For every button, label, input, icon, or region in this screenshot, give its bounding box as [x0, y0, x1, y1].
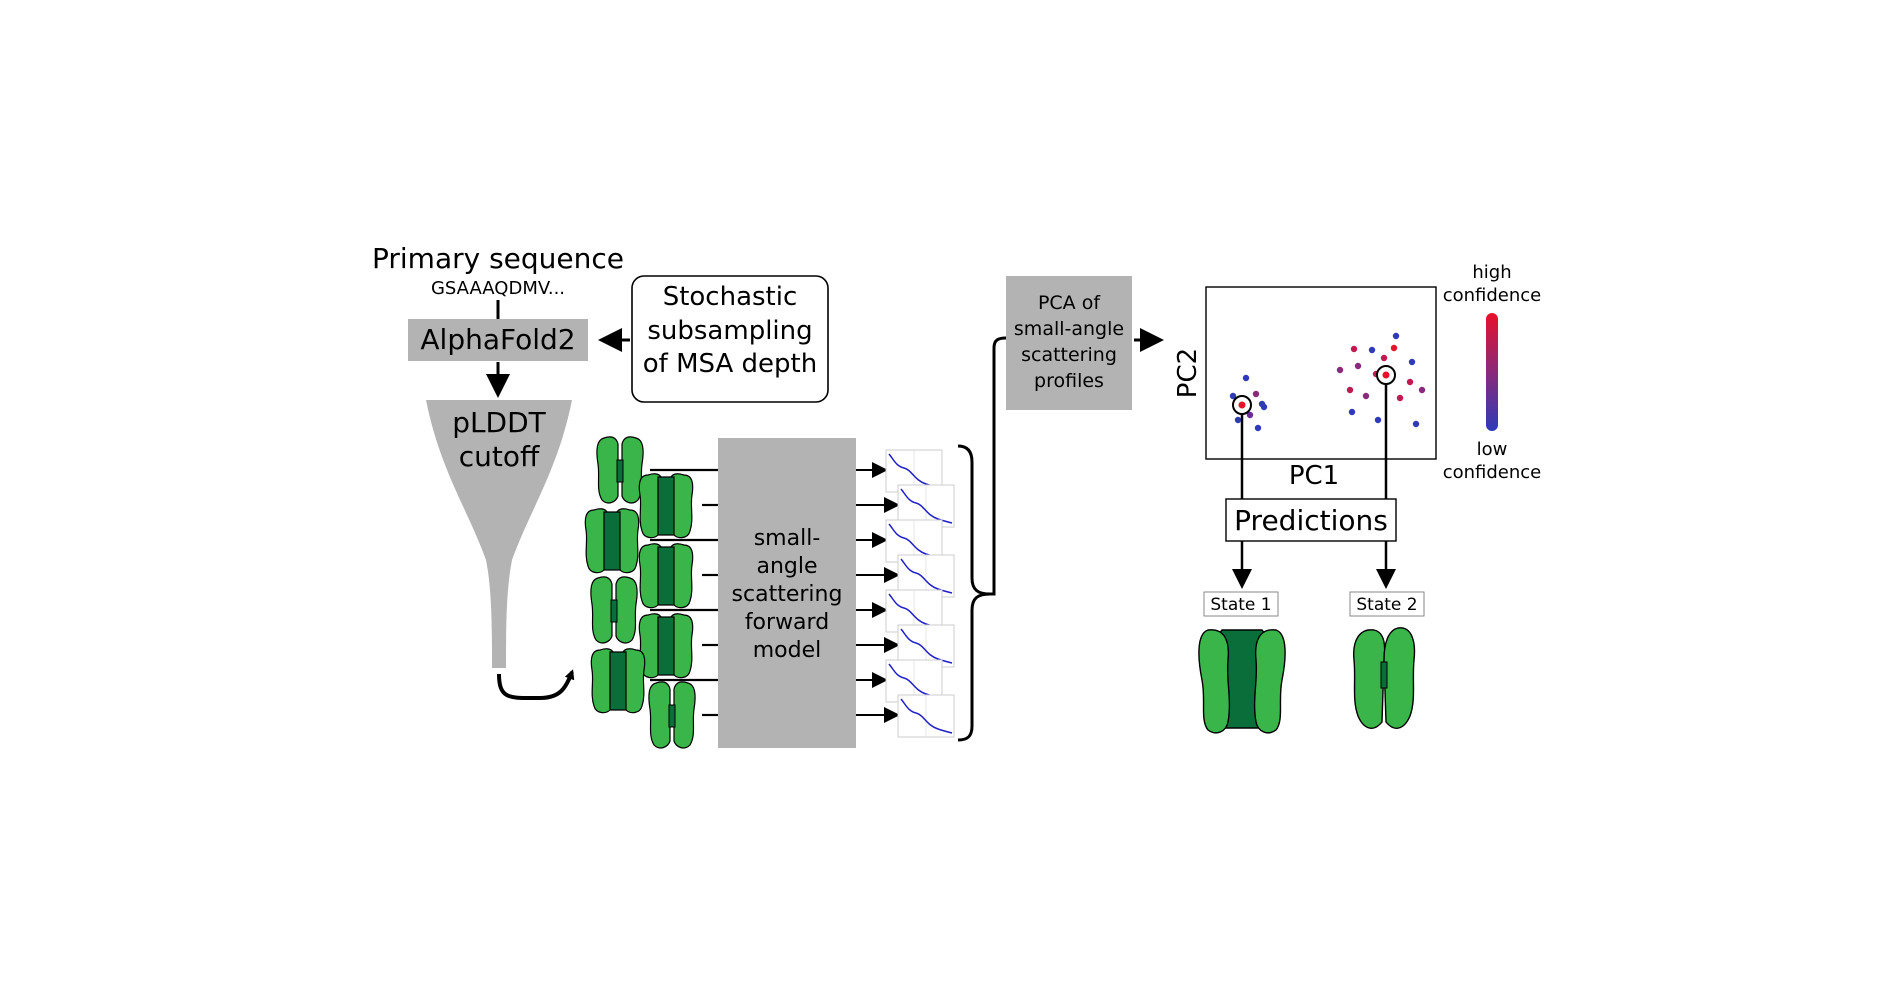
state1-right-domain: [1253, 629, 1286, 734]
funnel-to-structures-arrow: [497, 669, 575, 701]
pca-point: [1374, 416, 1382, 424]
stochastic-line-1: Stochastic: [663, 282, 798, 312]
state2-label: State 2: [1356, 595, 1417, 615]
structure-4: [638, 543, 694, 609]
pca-point: [1242, 374, 1250, 382]
pca-point: [1260, 403, 1268, 411]
predictions-box: [1225, 498, 1397, 542]
forward-model-line-1: small-: [754, 526, 821, 551]
structure-3: [584, 508, 640, 574]
state1-left-domain: [1198, 629, 1231, 734]
plddt-funnel: [426, 400, 572, 668]
pca-point: [1246, 411, 1254, 419]
profile-8: [897, 694, 955, 738]
plddt-line-2: cutoff: [459, 440, 540, 473]
selected-point-2: [1382, 371, 1390, 379]
plddt-line-1: pLDDT: [452, 406, 546, 439]
pca-point: [1390, 344, 1398, 352]
pca-point: [1396, 394, 1404, 402]
profile-arrows: [856, 462, 900, 723]
brace-to-pca-connector: [990, 336, 1007, 596]
pca-point: [1408, 358, 1416, 366]
forward-model-box: [718, 438, 856, 748]
forward-model-line-3: scattering: [732, 582, 843, 607]
low-confidence-line-1: low: [1477, 439, 1508, 460]
high-confidence-line-1: high: [1472, 262, 1511, 283]
structure-7: [590, 648, 646, 714]
selected-point-1: [1238, 401, 1246, 409]
forward-model-line-5: model: [753, 638, 822, 663]
pca-line-2: small-angle: [1014, 318, 1124, 340]
pca-point: [1350, 345, 1358, 353]
pc1-axis-label: PC1: [1289, 461, 1339, 491]
forward-model-line-4: forward: [745, 610, 829, 635]
high-confidence-line-2: confidence: [1443, 285, 1542, 306]
profiles-brace: [957, 444, 991, 742]
pca-point: [1380, 354, 1388, 362]
stochastic-line-3: of MSA depth: [643, 349, 817, 379]
pca-point: [1229, 392, 1237, 400]
state2-structure: [1353, 627, 1416, 729]
stochastic-box: [631, 275, 829, 403]
forward-model-line-2: angle: [756, 554, 817, 579]
pca-point: [1418, 386, 1426, 394]
pca-point: [1368, 346, 1376, 354]
structure-5: [590, 576, 638, 644]
pca-point: [1234, 416, 1242, 424]
pca-points: [1229, 332, 1426, 432]
sequence-text: GSAAAQDMV...: [431, 278, 565, 299]
low-confidence-line-2: confidence: [1443, 462, 1542, 483]
pc2-axis-label: PC2: [1173, 348, 1203, 398]
pca-line-4: profiles: [1034, 370, 1104, 392]
pca-point: [1336, 366, 1344, 374]
state2-left-domain: [1353, 629, 1386, 729]
pca-point: [1348, 408, 1356, 416]
pca-point: [1362, 392, 1370, 400]
state2-label-box: [1349, 591, 1425, 617]
structure-2: [638, 473, 694, 539]
pca-point: [1252, 390, 1260, 398]
pca-point: [1412, 420, 1420, 428]
alphafold-label: AlphaFold2: [420, 323, 575, 356]
state1-structure: [1198, 629, 1286, 734]
structure-ensemble: [584, 436, 696, 749]
state1-label-box: [1203, 591, 1279, 617]
predictions-label: Predictions: [1234, 504, 1388, 537]
structure-6: [638, 613, 694, 679]
pca-point: [1354, 362, 1362, 370]
state2-core: [1380, 661, 1388, 689]
pca-box: [1006, 276, 1132, 410]
primary-sequence-title: Primary sequence: [372, 242, 624, 275]
pca-point: [1254, 424, 1262, 432]
stochastic-line-2: subsampling: [647, 316, 812, 346]
pca-point: [1392, 332, 1400, 340]
pca-line-1: PCA of: [1038, 292, 1101, 314]
pca-point: [1406, 378, 1414, 386]
structure-8: [648, 681, 696, 749]
pca-plot-frame: [1205, 286, 1437, 460]
structure-1: [596, 436, 644, 504]
state1-label: State 1: [1210, 595, 1271, 615]
state2-right-domain: [1383, 627, 1416, 729]
scattering-profiles: [885, 449, 955, 738]
pca-point: [1346, 386, 1354, 394]
structure-lines: [650, 468, 718, 717]
pca-line-3: scattering: [1021, 344, 1117, 366]
confidence-colorbar: [1486, 313, 1498, 431]
alphafold-box: [408, 319, 588, 361]
